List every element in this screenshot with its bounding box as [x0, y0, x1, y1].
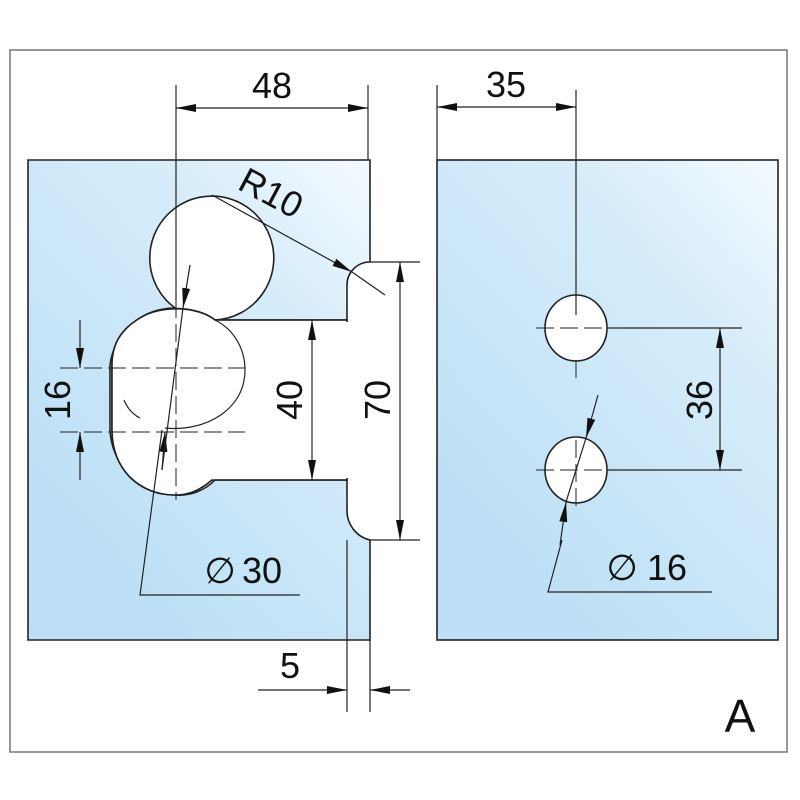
dim-small-hole: 16 [647, 547, 687, 588]
large-hole-arc [164, 319, 246, 430]
dim-width-left: 48 [252, 65, 292, 106]
left-glass-panel [27, 159, 371, 641]
dim-notch-height: 40 [269, 380, 310, 420]
dim-slot-height: 16 [37, 380, 78, 420]
diameter-symbol-icon: ∅ [204, 550, 235, 591]
dim-hole-spacing: 36 [679, 380, 720, 420]
drawing-label: A [725, 690, 756, 742]
dim-outer-height: 70 [357, 380, 398, 420]
dim-gap: 5 [280, 645, 300, 686]
dim-large-hole: 30 [242, 550, 282, 591]
diameter-symbol-icon: ∅ [606, 547, 637, 588]
dim-width-right: 35 [486, 64, 526, 105]
keyhole-fill [111, 308, 348, 496]
